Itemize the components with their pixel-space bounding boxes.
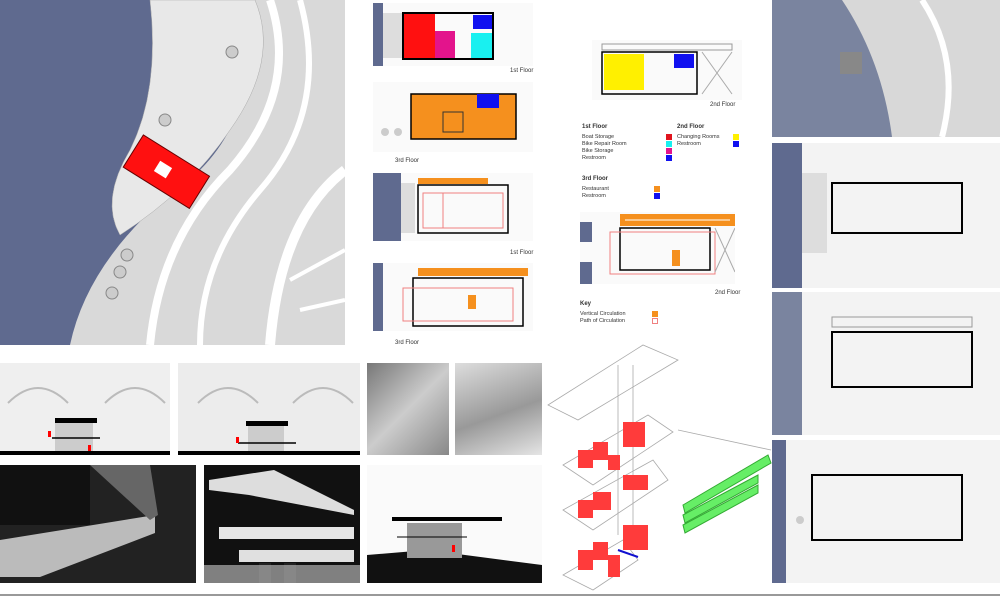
sketch-1 <box>367 363 449 455</box>
first-floor-plan <box>373 3 533 66</box>
first-floor-label: 1st Floor <box>510 68 534 74</box>
legend-first-floor: 1st Floor Boat Storage Bike Repair Room … <box>582 124 672 162</box>
model-photo-2 <box>204 465 360 583</box>
third-floor-plan <box>373 82 533 152</box>
plan-panel-3 <box>772 440 1000 583</box>
second-floor-plan <box>592 40 742 100</box>
section-2 <box>178 363 360 455</box>
first-floor-circulation-plan <box>373 173 533 241</box>
second-floor-label: 2nd Floor <box>710 102 736 108</box>
building-footprint <box>122 134 211 210</box>
legend-third-floor: 3rd Floor Restaurant Restroom <box>582 176 660 200</box>
circ-second-floor-label: 2nd Floor <box>715 290 741 296</box>
circ-first-floor-label: 1st Floor <box>510 250 534 256</box>
sketch-2 <box>455 363 542 455</box>
site-detail-panel <box>772 0 1000 137</box>
circ-third-floor-label: 3rd Floor <box>395 340 420 346</box>
bottom-rule <box>0 594 1000 596</box>
legend-second-floor: 2nd Floor Changing Rooms Restroom <box>677 124 739 148</box>
third-floor-circulation-plan <box>373 263 533 331</box>
plan-panel-2 <box>772 292 1000 435</box>
model-photo-1 <box>0 465 196 583</box>
plan-panel-1 <box>772 143 1000 288</box>
third-floor-label: 3rd Floor <box>395 158 420 164</box>
site-plan <box>0 0 345 345</box>
render-section <box>367 465 542 583</box>
circulation-key: Key Vertical Circulation Path of Circula… <box>580 301 658 325</box>
section-1 <box>0 363 170 455</box>
second-floor-circulation-plan <box>580 212 735 284</box>
exploded-axonometric <box>543 335 773 595</box>
